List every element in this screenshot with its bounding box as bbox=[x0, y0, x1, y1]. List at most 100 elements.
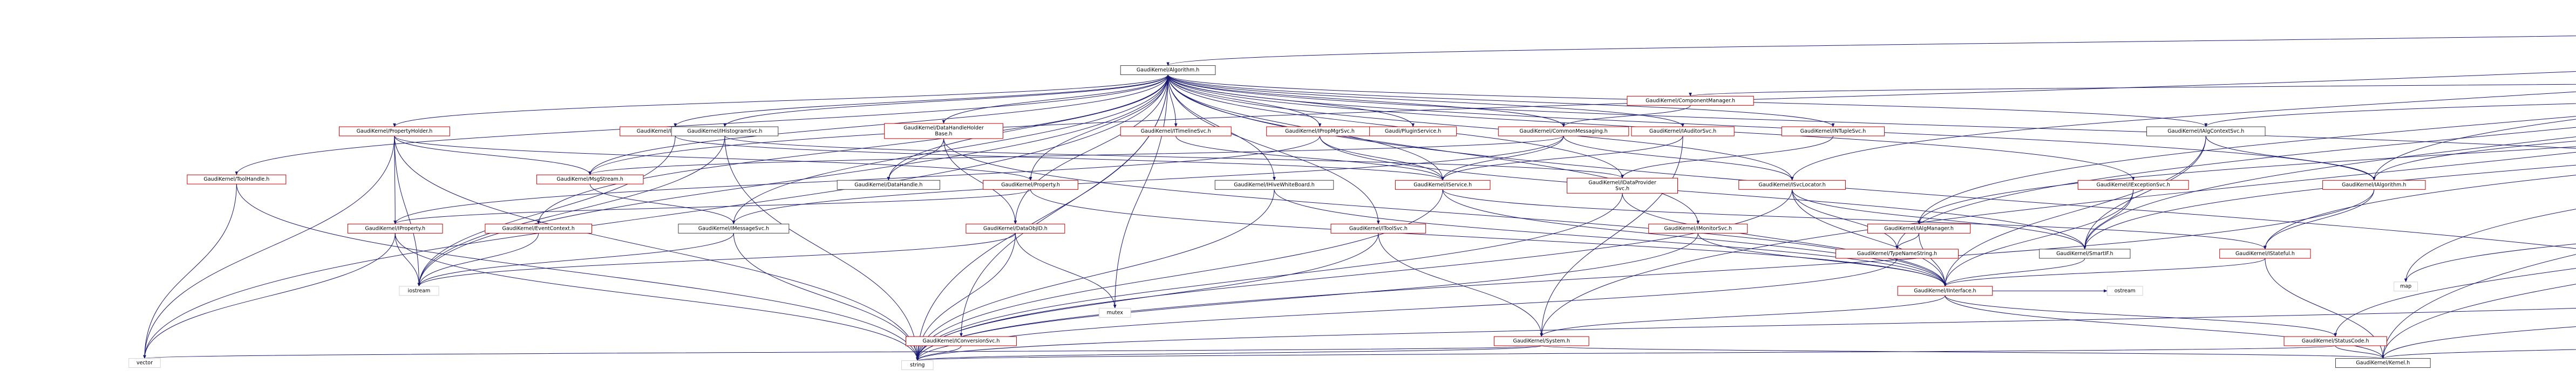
graph-node-ihistogramsvc[interactable]: GaudiKernel/IHistogramSvc.h bbox=[671, 126, 779, 136]
edge-imonitorsvc-to-string bbox=[916, 233, 1698, 361]
edge-ialgorithm-to-istateful bbox=[2264, 189, 2375, 250]
edge-propertyholder-to-istream bbox=[394, 136, 421, 287]
graph-node-ihivewhiteboard[interactable]: GaudiKernel/IHiveWhiteBoard.h bbox=[1214, 180, 1334, 190]
edge-imessagesvc-to-string bbox=[733, 233, 919, 361]
edge-typenamestring-to-string bbox=[916, 258, 1898, 361]
node-label: GaudiKernel/PropertyHolder.h bbox=[357, 128, 433, 134]
graph-node-vector[interactable]: vector bbox=[128, 358, 161, 368]
graph-node-ipropmgrsvc[interactable]: GaudiKernel/IPropMgrSvc.h bbox=[1266, 126, 1374, 136]
node-label: GaudiKernel/CommonMessaging.h bbox=[1519, 128, 1607, 134]
graph-node-ialgorithm[interactable]: GaudiKernel/IAlgorithm.h bbox=[2322, 180, 2426, 190]
graph-node-imessagesvc[interactable]: GaudiKernel/IMessageSvc.h bbox=[678, 223, 790, 234]
graph-node-datahandle[interactable]: GaudiKernel/DataHandle.h bbox=[837, 180, 941, 190]
node-label: GaudiKernel/INTupleSvc.h bbox=[1800, 128, 1866, 134]
edge-iauditorsvc-to-system bbox=[1540, 136, 1683, 337]
edge-stringkey-to-kernel bbox=[2381, 326, 2576, 359]
node-label: GaudiKernel/System.h bbox=[1513, 338, 1569, 344]
edge-iexceptionsvc-to-iinterface bbox=[1943, 189, 2134, 287]
graph-node-mutex[interactable]: mutex bbox=[1098, 307, 1131, 318]
node-label: GaudiKernel/IProperty.h bbox=[365, 225, 425, 231]
edge-istateful-to-iinterface bbox=[1943, 258, 2266, 287]
edge-ialgexecstatesvc-to-map bbox=[2404, 243, 2576, 283]
graph-node-string[interactable]: string bbox=[901, 360, 934, 371]
graph-node-itimelinesvc[interactable]: GaudiKernel/ITimelineSvc.h bbox=[1120, 126, 1232, 136]
edge-root-to-imsgstream bbox=[588, 71, 2576, 175]
edge-iinterface-to-system bbox=[1540, 295, 1946, 337]
graph-node-ostream[interactable]: ostream bbox=[2106, 286, 2143, 296]
graph-node-system[interactable]: GaudiKernel/System.h bbox=[1493, 336, 1589, 346]
graph-node-dataobjid[interactable]: GaudiKernel/DataObjID.h bbox=[966, 223, 1065, 234]
graph-node-iservice[interactable]: GaudiKernel/IService.h bbox=[1395, 180, 1491, 190]
graph-node-ialgcontextsvc[interactable]: GaudiKernel/IAlgContextSvc.h bbox=[2146, 126, 2266, 136]
node-label: GaudiKernel/IConversionSvc.h bbox=[923, 338, 1000, 344]
graph-node-imonitorsvc[interactable]: GaudiKernel/IMonitorSvc.h bbox=[1648, 223, 1748, 234]
edge-iservice-to-iinterface bbox=[1442, 189, 1947, 287]
node-label: GaudiKernel/ISvcLocator.h bbox=[1758, 182, 1825, 188]
node-box bbox=[1631, 126, 1735, 136]
edge-algorithm-to-itimelinesvc bbox=[1167, 74, 1178, 127]
edge-datahandleholder-to-datahandle bbox=[887, 138, 944, 181]
node-box bbox=[485, 223, 593, 234]
graph-node-componentmanager[interactable]: GaudiKernel/ComponentManager.h bbox=[1627, 95, 1754, 106]
node-label: GaudiKernel/IStateful.h bbox=[2235, 251, 2295, 257]
edge-algorithm-to-dataobjid bbox=[1014, 74, 1168, 225]
graph-node-intuplesvc[interactable]: GaudiKernel/INTupleSvc.h bbox=[1781, 126, 1885, 136]
graph-node-typenamestring[interactable]: GaudiKernel/TypeNameString.h bbox=[1836, 249, 1959, 259]
graph-node-eventcontext[interactable]: GaudiKernel/EventContext.h bbox=[485, 223, 593, 234]
node-label: GaudiKernel/IInterface.h bbox=[1914, 288, 1976, 294]
node-label: GaudiKernel/IAlgContextSvc.h bbox=[2167, 128, 2244, 134]
edge-system-to-string bbox=[916, 345, 1542, 361]
node-box bbox=[1627, 95, 1754, 106]
edge-ihivewhiteboard-to-string bbox=[916, 189, 1275, 361]
node-label: GaudiKernel/TypeNameString.h bbox=[1857, 251, 1937, 257]
edge-ichronostatsvc-to-istream bbox=[417, 136, 676, 287]
graph-node-iauditorsvc[interactable]: GaudiKernel/IAuditorSvc.h bbox=[1631, 126, 1735, 136]
graph-node-istream[interactable]: iostream bbox=[399, 286, 439, 296]
edge-statuscode-to-kernel bbox=[2335, 345, 2385, 359]
graph-node-property[interactable]: GaudiKernel/Property.h bbox=[983, 180, 1078, 190]
graph-node-itoolhandle[interactable]: GaudiKernel/ToolHandle.h bbox=[187, 174, 287, 184]
graph-node-algorithm[interactable]: GaudiKernel/Algorithm.h bbox=[1120, 65, 1216, 76]
graph-node-istateful[interactable]: GaudiKernel/IStateful.h bbox=[2219, 249, 2311, 259]
node-box bbox=[338, 126, 450, 136]
node-box bbox=[1867, 223, 1971, 234]
edge-algmanager-to-map bbox=[2404, 209, 2576, 283]
graph-node-imsgstream[interactable]: GaudiKernel/MsgStream.h bbox=[536, 174, 644, 184]
edge-itimelinesvc-to-iservice bbox=[1175, 135, 1444, 181]
edge-imsgstream-to-imessagesvc bbox=[589, 184, 736, 225]
graph-node-isvclocator[interactable]: GaudiKernel/ISvcLocator.h bbox=[1738, 180, 1846, 190]
node-label: GaudiKernel/IMessageSvc.h bbox=[698, 225, 769, 231]
graph-node-kernel[interactable]: GaudiKernel/Kernel.h bbox=[2335, 358, 2431, 368]
node-box bbox=[837, 180, 941, 190]
graph-node-map[interactable]: map bbox=[2394, 282, 2418, 292]
graph-node-iinterface[interactable]: GaudiKernel/IInterface.h bbox=[1897, 286, 1993, 296]
node-box bbox=[1369, 126, 1457, 136]
node-label: GaudiKernel/IHiveWhiteBoard.h bbox=[1234, 182, 1315, 188]
edge-commonmessaging-to-iservice bbox=[1441, 135, 1564, 181]
graph-node-iconversionsvc[interactable]: GaudiKernel/IConversionSvc.h bbox=[906, 336, 1017, 346]
graph-node-smartif[interactable]: GaudiKernel/SmartIF.h bbox=[2039, 249, 2131, 259]
graph-node-pluginservice[interactable]: Gaudi/PluginService.h bbox=[1369, 126, 1457, 136]
graph-node-itoolsvc[interactable]: GaudiKernel/IToolSvc.h bbox=[1330, 223, 1426, 234]
graph-node-ialgmanager[interactable]: GaudiKernel/IAlgManager.h bbox=[1867, 223, 1971, 234]
node-label: vector bbox=[137, 360, 153, 366]
edge-iinterface-to-statuscode bbox=[1945, 295, 2337, 337]
edge-iproperty-to-vector bbox=[143, 233, 396, 359]
graph-node-statuscode[interactable]: GaudiKernel/StatusCode.h bbox=[2283, 336, 2387, 346]
node-box bbox=[2335, 358, 2431, 368]
node-label: GaudiKernel/SmartIF.h bbox=[2056, 251, 2113, 257]
graph-node-iexceptionsvc[interactable]: GaudiKernel/IExceptionSvc.h bbox=[2077, 180, 2189, 190]
edge-root-to-isvclocator bbox=[1790, 91, 2576, 181]
edge-componentmanager-to-commonmessaging bbox=[1562, 105, 1691, 127]
node-box bbox=[884, 123, 1003, 139]
edge-stringkey-to-string bbox=[916, 307, 2576, 361]
edge-iexceptionsvc-to-smartif bbox=[2083, 189, 2134, 250]
graph-node-commonmessaging[interactable]: GaudiKernel/CommonMessaging.h bbox=[1498, 126, 1629, 136]
graph-node-propertyholder[interactable]: GaudiKernel/PropertyHolder.h bbox=[338, 126, 450, 136]
edge-algmanager-to-ialgmanager bbox=[1917, 146, 2576, 225]
node-box bbox=[2146, 126, 2266, 136]
edge-algmanager-to-ialgorithm bbox=[2373, 140, 2576, 181]
graph-node-iproperty[interactable]: GaudiKernel/IProperty.h bbox=[347, 223, 443, 234]
